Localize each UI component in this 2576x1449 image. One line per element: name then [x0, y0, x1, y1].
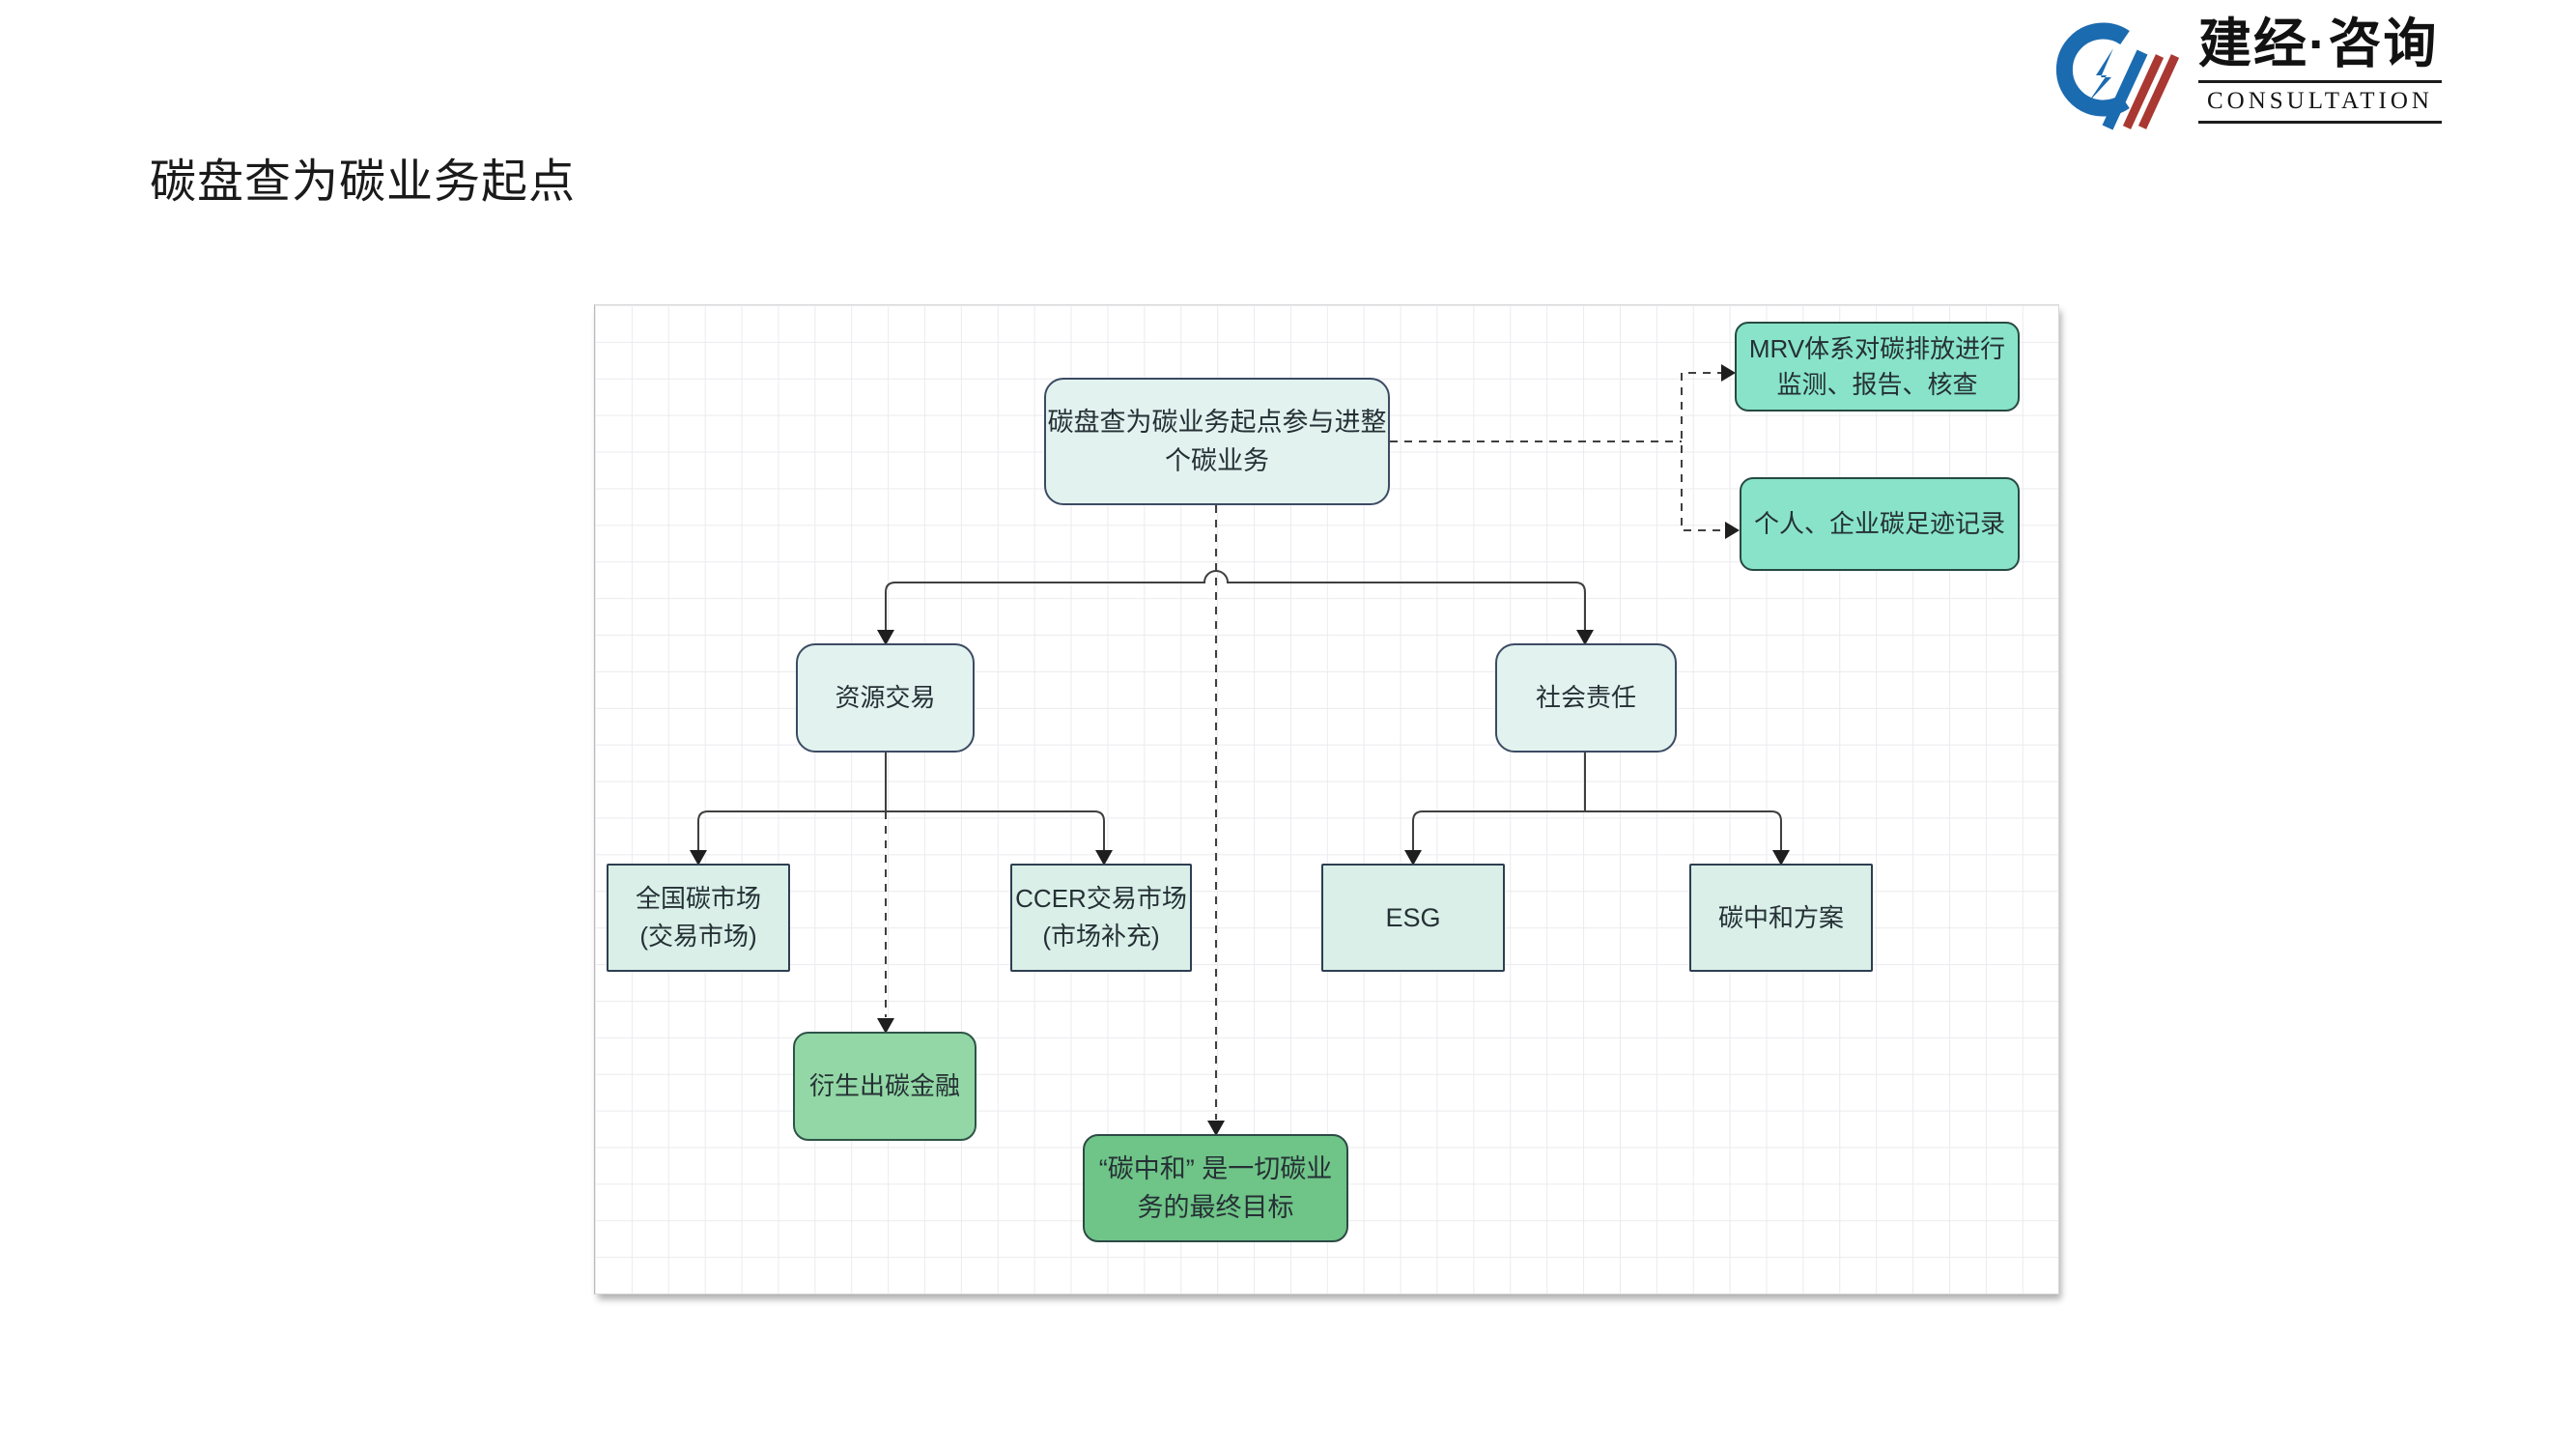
node-national-market-label: 全国碳市场 (交易市场): [635, 884, 761, 951]
node-esg-label: ESG: [1385, 902, 1441, 932]
node-esg: ESG: [1321, 864, 1505, 972]
node-neutrality-plan: 碳中和方案: [1689, 864, 1873, 972]
node-carbon-finance-label: 衍生出碳金融: [808, 1071, 960, 1100]
node-resource: 资源交易: [796, 643, 975, 753]
node-national-market: 全国碳市场 (交易市场): [607, 864, 790, 972]
arrowheads: [690, 364, 1790, 1136]
dashed-connectors: [885, 372, 1729, 1120]
node-social-label: 社会责任: [1535, 683, 1636, 712]
logo-divider-bottom: [2198, 121, 2442, 125]
diagram-canvas: 碳盘查为碳业务起点参与进整 个碳业务 MRV体系对碳排放进行 监测、报告、核查 …: [594, 304, 2059, 1294]
company-logo-text: 建经·咨询 CONSULTATION: [2198, 14, 2442, 125]
node-final-goal-label: “碳中和” 是一切碳业 务的最终目标: [1098, 1153, 1333, 1223]
node-resource-label: 资源交易: [835, 683, 936, 712]
node-carbon-finance: 衍生出碳金融: [793, 1032, 977, 1141]
node-final-goal: “碳中和” 是一切碳业 务的最终目标: [1083, 1134, 1348, 1242]
node-footprint: 个人、企业碳足迹记录: [1740, 477, 2020, 571]
connector-lines: [690, 364, 1790, 1136]
node-root: 碳盘查为碳业务起点参与进整 个碳业务: [1044, 378, 1390, 505]
node-root-label: 碳盘查为碳业务起点参与进整 个碳业务: [1047, 407, 1387, 476]
node-neutrality-plan-label: 碳中和方案: [1717, 902, 1844, 932]
company-logo-icon: [2055, 22, 2180, 130]
node-mrv: MRV体系对碳排放进行 监测、报告、核查: [1735, 322, 2020, 412]
node-footprint-label: 个人、企业碳足迹记录: [1753, 509, 2005, 538]
company-name: 建经·咨询: [2198, 14, 2439, 73]
company-subtitle: CONSULTATION: [2207, 88, 2433, 115]
node-mrv-label: MRV体系对碳排放进行 监测、报告、核查: [1748, 334, 2006, 399]
node-ccer-market-label: CCER交易市场 (市场补充): [1015, 884, 1187, 951]
page-title: 碳盘查为碳业务起点: [150, 156, 577, 208]
company-logo: 建经·咨询 CONSULTATION: [2048, 14, 2442, 133]
node-social: 社会责任: [1495, 643, 1677, 753]
logo-divider-top: [2198, 80, 2442, 84]
node-ccer-market: CCER交易市场 (市场补充): [1010, 864, 1192, 972]
